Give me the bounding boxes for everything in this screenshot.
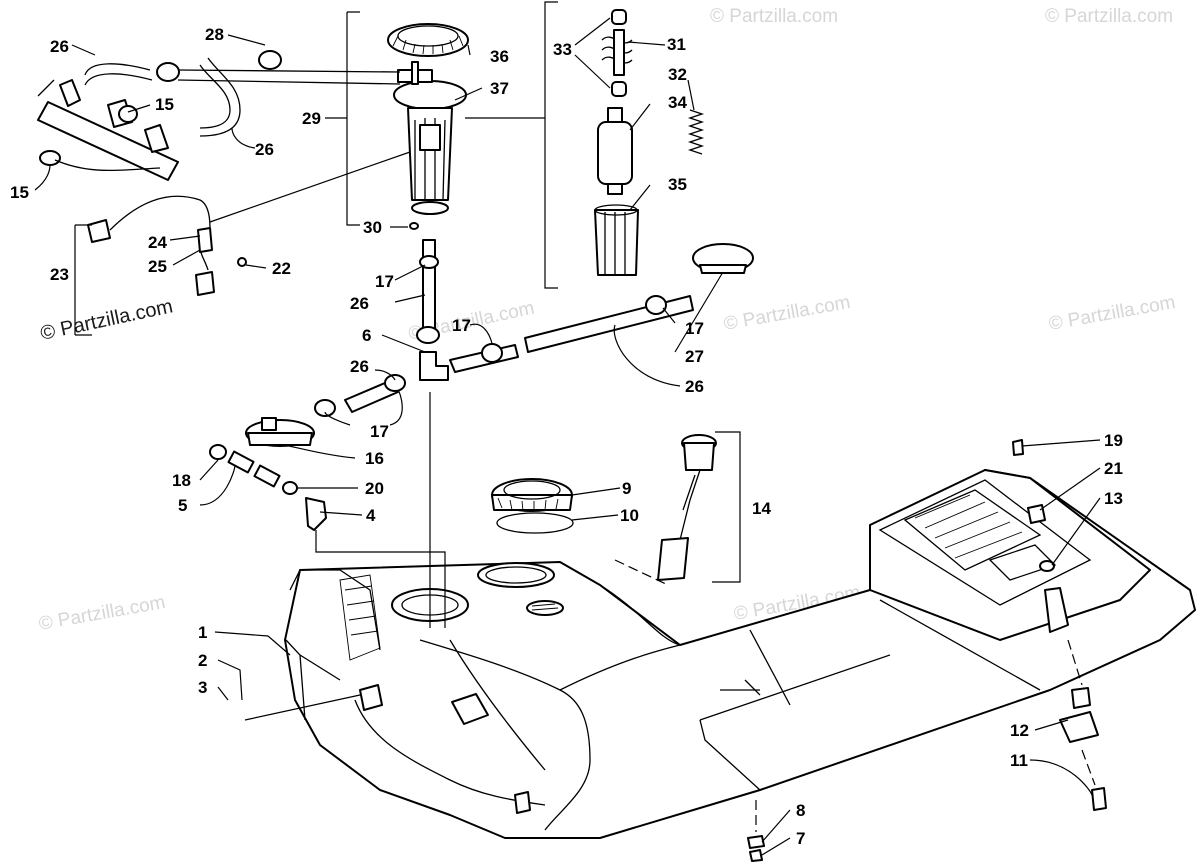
callout: 27 [685,347,704,366]
callout: 32 [668,65,687,84]
callout: 23 [50,265,69,284]
fuel-gauge [657,434,717,581]
callout: 14 [752,499,771,518]
watermark: © Partzilla.com [37,592,167,635]
fuel-rail [37,50,401,181]
callout: 17 [452,316,471,335]
callout: 21 [1104,459,1123,478]
fuel-pump-assembly [387,23,469,230]
callout: 7 [796,829,805,848]
callout: 29 [302,109,321,128]
watermark: © Partzilla.com [1045,6,1173,27]
callout: 36 [490,47,509,66]
watermark-main: © Partzilla.com [38,295,174,345]
callout: 19 [1104,431,1123,450]
leader-lines [34,17,1101,856]
callout: 3 [198,678,207,697]
callout: 10 [620,506,639,525]
callout: 28 [205,25,224,44]
callout: 20 [365,479,384,498]
callout: 1 [198,623,207,642]
callout: 33 [553,40,572,59]
callout: 17 [685,319,704,338]
callout: 16 [365,449,384,468]
callout: 26 [350,357,369,376]
callout: 13 [1104,489,1123,508]
callout: 34 [668,93,687,112]
callout: 5 [178,496,187,515]
callout: 26 [685,377,704,396]
watermark: © Partzilla.com [710,6,838,27]
callout: 25 [148,257,167,276]
callouts: 26 28 36 37 15 29 26 15 30 33 31 32 34 3… [10,25,1123,848]
callout: 12 [1010,721,1029,740]
wire-harness [87,195,247,296]
watermark: © Partzilla.com [1047,292,1177,335]
callout: 17 [370,422,389,441]
callout: 9 [622,479,631,498]
callout: 26 [255,140,274,159]
filler-cap [491,478,574,534]
callout: 15 [10,183,29,202]
watermark: © Partzilla.com [722,292,852,335]
callout: 26 [50,37,69,56]
callout: 30 [363,218,382,237]
callout: 15 [155,95,174,114]
callout: 31 [667,35,686,54]
callout: 17 [375,272,394,291]
callout: 18 [172,471,191,490]
callout: 24 [148,233,167,252]
pump-detail [594,9,705,276]
callout: 26 [350,294,369,313]
callout: 8 [796,801,805,820]
callout: 6 [362,326,371,345]
callout: 35 [668,175,687,194]
callout: 11 [1010,751,1028,770]
callout: 4 [366,506,376,525]
callout: 37 [490,79,509,98]
callout: 22 [272,259,291,278]
callout: 2 [198,651,207,670]
